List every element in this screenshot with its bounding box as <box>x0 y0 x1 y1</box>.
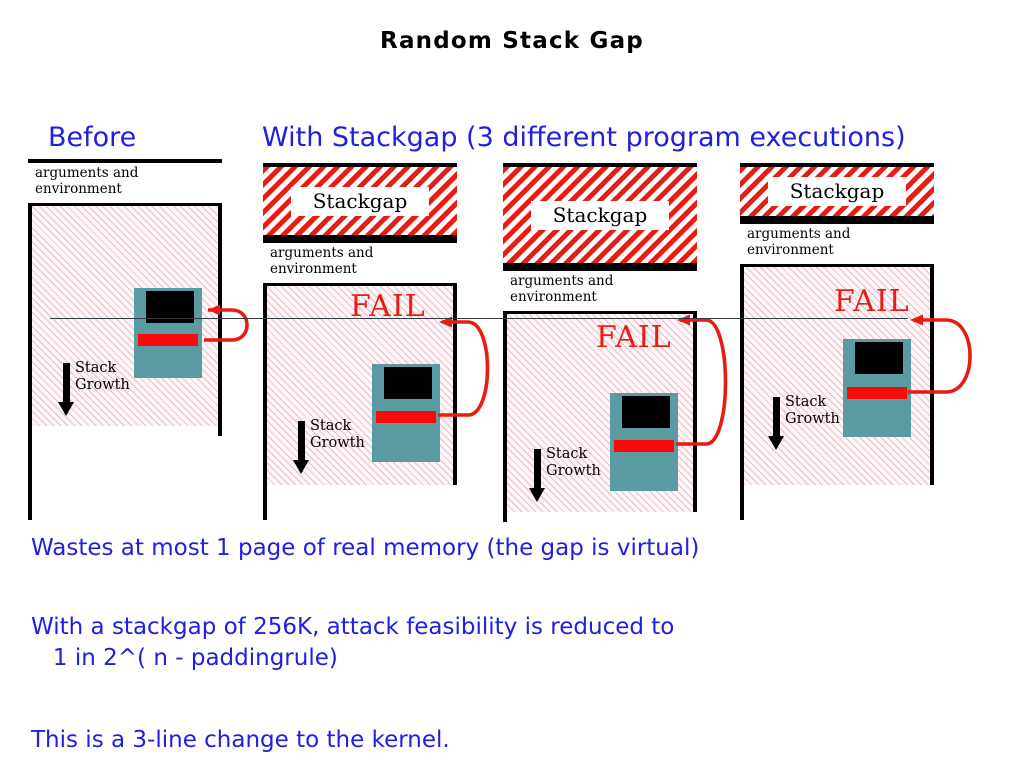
memory-frame-exec-3 <box>740 163 934 485</box>
args-env-band-exec-1: arguments and environment <box>263 239 457 286</box>
stackgap-label-exec-2: Stackgap <box>530 200 670 230</box>
column-header-with-stackgap: With Stackgap (3 different program execu… <box>262 122 906 153</box>
bullet-wastes-one-page: Wastes at most 1 page of real memory (th… <box>31 535 700 561</box>
overflow-arrow-exec-2 <box>676 314 728 446</box>
overflow-arrow-before <box>204 304 249 342</box>
stackgap-band-exec-1: Stackgap <box>263 163 457 239</box>
stack-growth-indicator-exec-1: Stack Growth <box>293 418 365 474</box>
return-address-block-exec-1 <box>384 367 432 399</box>
page-title: Random Stack Gap <box>380 28 644 54</box>
args-env-line-1: arguments and <box>747 226 851 242</box>
down-arrow-icon <box>768 397 784 450</box>
down-arrow-icon <box>293 421 309 474</box>
stackgap-label-exec-1: Stackgap <box>290 186 430 216</box>
args-env-line-1: arguments and <box>35 165 139 181</box>
bullet-stackgap-256k: With a stackgap of 256K, attack feasibil… <box>31 614 675 672</box>
memory-frame-exec-1 <box>263 163 457 485</box>
args-env-line-2: environment <box>270 261 357 278</box>
args-env-line-2: environment <box>510 289 597 306</box>
stack-growth-indicator-exec-2: Stack Growth <box>529 446 601 502</box>
buffer-marker-exec-1 <box>376 411 436 423</box>
stackgap-label-exec-3: Stackgap <box>767 177 907 206</box>
fail-label-exec-3: FAIL <box>834 284 910 319</box>
args-env-line-1: arguments and <box>510 273 614 289</box>
stack-growth-label-before: Stack Growth <box>75 360 130 394</box>
memory-frame-exec-2 <box>503 163 697 512</box>
bullet-three-line-change: This is a 3-line change to the kernel. <box>31 727 450 753</box>
stack-top-reference-line <box>50 318 908 319</box>
args-env-band-exec-2: arguments and environment <box>503 267 697 314</box>
frame-tail-left-exec-1 <box>263 485 267 520</box>
stack-growth-label-exec-2: Stack Growth <box>546 446 601 480</box>
buffer-marker-exec-2 <box>614 440 674 452</box>
stack-growth-indicator-exec-3: Stack Growth <box>768 394 840 450</box>
overflow-arrow-exec-3 <box>908 314 972 394</box>
args-env-line-1: arguments and <box>270 245 374 261</box>
return-address-block-exec-2 <box>622 396 670 428</box>
buffer-marker-before <box>138 334 198 346</box>
return-address-block-before <box>146 291 194 323</box>
overflow-arrow-exec-1 <box>438 316 490 417</box>
args-env-line-2: environment <box>747 242 834 259</box>
frame-tail-left-exec-3 <box>740 485 744 520</box>
fail-label-exec-2: FAIL <box>596 320 672 355</box>
args-env-band-before: arguments and environment <box>28 159 222 206</box>
frame-tail-left-before <box>28 426 32 520</box>
memory-frame-before <box>28 159 222 426</box>
args-env-band-exec-3: arguments and environment <box>740 220 934 267</box>
down-arrow-icon <box>58 363 74 416</box>
frame-tail-left-exec-2 <box>503 512 507 522</box>
buffer-marker-exec-3 <box>847 387 907 399</box>
column-header-before: Before <box>48 122 137 153</box>
stack-growth-indicator-before: Stack Growth <box>58 360 130 416</box>
stack-growth-label-exec-1: Stack Growth <box>310 418 365 452</box>
stackgap-band-exec-2: Stackgap <box>503 163 697 267</box>
down-arrow-icon <box>529 449 545 502</box>
return-address-block-exec-3 <box>855 342 903 374</box>
args-env-line-2: environment <box>35 181 122 198</box>
stack-growth-label-exec-3: Stack Growth <box>785 394 840 428</box>
frame-tail-right-before <box>218 426 222 436</box>
stackgap-band-exec-3: Stackgap <box>740 163 934 220</box>
